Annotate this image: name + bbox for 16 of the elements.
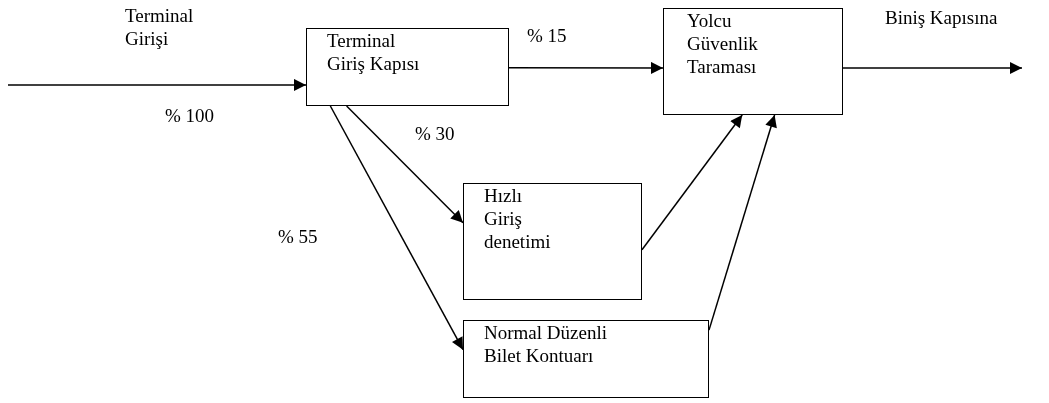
arrow bbox=[708, 114, 777, 331]
arrow bbox=[508, 61, 664, 74]
process-box bbox=[463, 320, 709, 398]
box-label: Normal Düzenli Bilet Kontuarı bbox=[484, 321, 608, 367]
box-label: Yolcu Güvenlik Taraması bbox=[687, 9, 759, 78]
arrow bbox=[842, 62, 1023, 74]
arrow bbox=[7, 78, 307, 91]
flow-label: Terminal Girişi bbox=[125, 4, 195, 50]
box-label: Terminal Giriş Kapısı bbox=[327, 29, 421, 75]
process-box bbox=[463, 183, 642, 300]
process-box bbox=[306, 28, 509, 106]
arrow bbox=[329, 105, 464, 351]
process-box bbox=[663, 8, 843, 115]
box-label: Hızlı Giriş denetimi bbox=[484, 184, 552, 253]
arrow bbox=[641, 114, 743, 251]
arrow bbox=[345, 105, 464, 224]
